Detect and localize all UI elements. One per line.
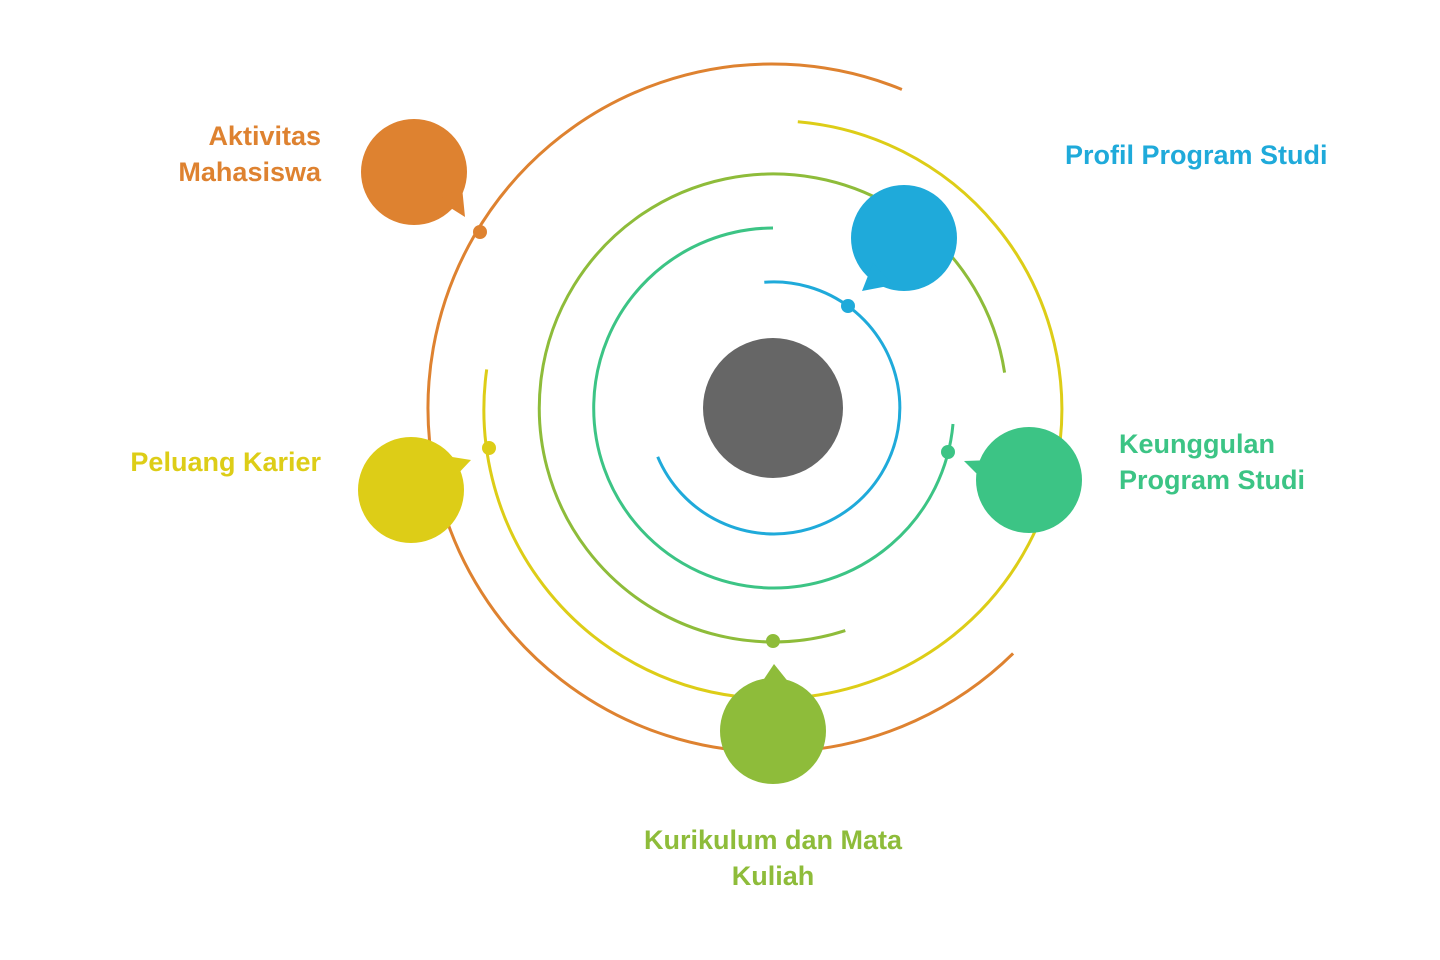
label-profil: Profil Program Studi	[1065, 137, 1328, 173]
speech-bubble-yellow-icon	[358, 437, 471, 543]
label-kurikulum: Kurikulum dan Mata Kuliah	[573, 822, 973, 894]
connector-dot-yellow	[482, 441, 496, 455]
orbit-ring-teal	[592, 226, 955, 590]
label-keunggulan: Keunggulan Program Studi	[1119, 426, 1305, 498]
label-profil-line-1: Profil Program Studi	[1065, 140, 1328, 170]
label-aktivitas-line-2: Mahasiswa	[178, 157, 321, 187]
speech-bubble-orange-icon	[361, 119, 467, 225]
label-keunggulan-line-2: Program Studi	[1119, 465, 1306, 495]
label-kurikulum-line-1: Kurikulum dan Mata	[643, 825, 903, 855]
center-circle	[703, 338, 843, 478]
label-aktivitas-line-1: Aktivitas	[208, 121, 321, 151]
label-aktivitas: Aktivitas Mahasiswa	[178, 118, 321, 190]
speech-bubble-olive-icon	[720, 664, 826, 784]
connector-dot-olive	[766, 634, 780, 648]
speech-bubble-blue-icon	[851, 185, 957, 291]
connector-dot-orange	[473, 225, 487, 239]
orbit-ring-yellow	[482, 120, 1064, 701]
connector-dot-blue	[841, 299, 855, 313]
label-kurikulum-line-2: Kuliah	[731, 861, 815, 891]
label-peluang: Peluang Karier	[130, 444, 321, 480]
label-keunggulan-line-1: Keunggulan	[1119, 429, 1275, 459]
speech-bubble-teal-icon	[964, 427, 1082, 533]
connector-dot-teal	[941, 445, 955, 459]
label-peluang-line-1: Peluang Karier	[130, 447, 321, 477]
